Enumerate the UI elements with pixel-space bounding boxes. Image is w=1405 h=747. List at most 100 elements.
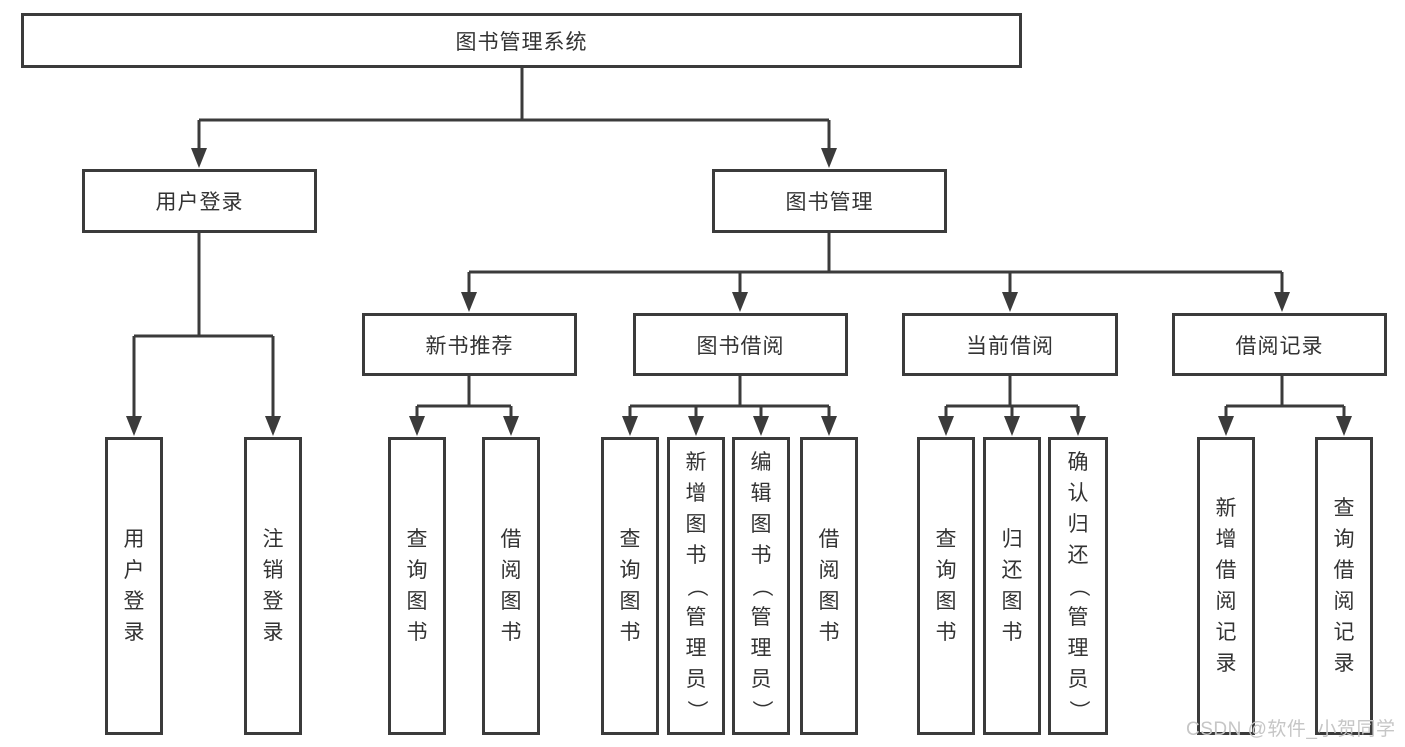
vertical-label-char: 登: [123, 590, 145, 613]
vertical-label-char: 图: [500, 590, 522, 613]
vertical-label-char: 认: [1067, 481, 1089, 505]
arrowhead-icon: [1002, 292, 1018, 312]
vertical-label-char: 借: [500, 528, 522, 551]
vertical-label-char: 员: [750, 667, 772, 691]
vertical-label-char: 图: [818, 590, 840, 613]
vertical-label-char: 记: [1215, 621, 1237, 644]
leaf-return-books: 归还图书: [983, 437, 1041, 735]
vertical-label-char: 管: [750, 605, 772, 629]
connector-root: [197, 68, 831, 148]
vertical-label-char: 管: [1067, 605, 1089, 629]
vertical-label-char: 员: [685, 667, 707, 691]
vertical-label-char: 录: [262, 621, 284, 644]
leaf-query-books-current: 查询图书: [917, 437, 975, 735]
arrowhead-icon: [503, 416, 519, 436]
vertical-label-char: 图: [619, 590, 641, 613]
vertical-label-char: 理: [750, 636, 772, 660]
vertical-label-char: 书: [750, 543, 772, 567]
arrowhead-icon: [938, 416, 954, 436]
connector-borrow-records: [1224, 376, 1346, 416]
node-current-borrow: 当前借阅: [902, 313, 1118, 376]
arrowhead-icon: [1070, 416, 1086, 436]
vertical-label-char: ）: [749, 699, 773, 721]
vertical-label-char: 图: [750, 512, 772, 536]
arrowhead-icon: [126, 416, 142, 436]
vertical-label-char: 阅: [818, 559, 840, 582]
node-book-management: 图书管理: [712, 169, 947, 233]
vertical-label-char: 理: [685, 636, 707, 660]
vertical-label-char: 户: [123, 559, 145, 582]
vertical-label-char: 询: [619, 559, 641, 582]
vertical-label-char: 图: [935, 590, 957, 613]
vertical-label-char: 书: [500, 621, 522, 644]
arrowhead-icon: [409, 416, 425, 436]
leaf-confirm-return-admin: 确认归还（管理员）: [1048, 437, 1108, 735]
leaf-add-borrow-record: 新增借阅记录: [1197, 437, 1255, 735]
leaf-borrow-books-recommend: 借阅图书: [482, 437, 540, 735]
vertical-label-char: 书: [935, 621, 957, 644]
vertical-label-char: 录: [1215, 652, 1237, 675]
vertical-label-char: 编: [750, 450, 772, 474]
leaf-logout: 注销登录: [244, 437, 302, 735]
node-borrow-records: 借阅记录: [1172, 313, 1387, 376]
vertical-label-char: 书: [406, 621, 428, 644]
connector-user-login: [132, 233, 275, 416]
leaf-query-books-recommend: 查询图书: [388, 437, 446, 735]
vertical-label-char: 辑: [750, 481, 772, 505]
vertical-label-char: 借: [1333, 559, 1355, 582]
vertical-label-char: 登: [262, 590, 284, 613]
vertical-label-char: 增: [685, 481, 707, 505]
vertical-label-char: 阅: [1215, 590, 1237, 613]
connector-book-management: [467, 233, 1284, 292]
vertical-label-char: （: [684, 575, 708, 597]
arrowhead-icon: [1004, 416, 1020, 436]
vertical-label-char: ）: [684, 699, 708, 721]
vertical-label-char: 阅: [1333, 590, 1355, 613]
vertical-label-char: 阅: [500, 559, 522, 582]
arrowhead-icon: [265, 416, 281, 436]
vertical-label-char: 书: [1001, 621, 1023, 644]
arrowhead-icon: [1218, 416, 1234, 436]
connector-current-borrow: [944, 376, 1080, 416]
leaf-query-books-borrow: 查询图书: [601, 437, 659, 735]
vertical-label-char: 图: [1001, 590, 1023, 613]
arrowhead-icon: [622, 416, 638, 436]
arrowhead-icon: [821, 416, 837, 436]
arrowhead-icon: [821, 148, 837, 168]
vertical-label-char: 销: [262, 559, 284, 582]
connector-book-borrow: [628, 376, 831, 416]
vertical-label-char: 确: [1067, 450, 1089, 474]
node-new-book-recommend: 新书推荐: [362, 313, 577, 376]
node-root: 图书管理系统: [21, 13, 1022, 68]
vertical-label-char: 查: [1333, 497, 1355, 520]
vertical-label-char: ）: [1066, 699, 1090, 721]
leaf-user-login: 用户登录: [105, 437, 163, 735]
vertical-label-char: 询: [935, 559, 957, 582]
vertical-label-char: 新: [1215, 497, 1237, 520]
vertical-label-char: 录: [123, 621, 145, 644]
node-book-borrow: 图书借阅: [633, 313, 848, 376]
vertical-label-char: 用: [123, 528, 145, 551]
arrowhead-icon: [191, 148, 207, 168]
vertical-label-char: 书: [619, 621, 641, 644]
vertical-label-char: 员: [1067, 667, 1089, 691]
vertical-label-char: 借: [818, 528, 840, 551]
vertical-label-char: 新: [685, 450, 707, 474]
vertical-label-char: 书: [685, 543, 707, 567]
vertical-label-char: 理: [1067, 636, 1089, 660]
vertical-label-char: 注: [262, 528, 284, 551]
vertical-label-char: （: [749, 575, 773, 597]
leaf-add-books-admin: 新增图书（管理员）: [667, 437, 725, 735]
vertical-label-char: （: [1066, 575, 1090, 597]
vertical-label-char: 管: [685, 605, 707, 629]
vertical-label-char: 归: [1001, 528, 1023, 551]
vertical-label-char: 记: [1333, 621, 1355, 644]
vertical-label-char: 增: [1215, 528, 1237, 551]
vertical-label-char: 还: [1001, 559, 1023, 582]
arrowhead-icon: [1274, 292, 1290, 312]
vertical-label-char: 图: [406, 590, 428, 613]
vertical-label-char: 借: [1215, 559, 1237, 582]
leaf-query-borrow-record: 查询借阅记录: [1315, 437, 1373, 735]
arrowhead-icon: [753, 416, 769, 436]
